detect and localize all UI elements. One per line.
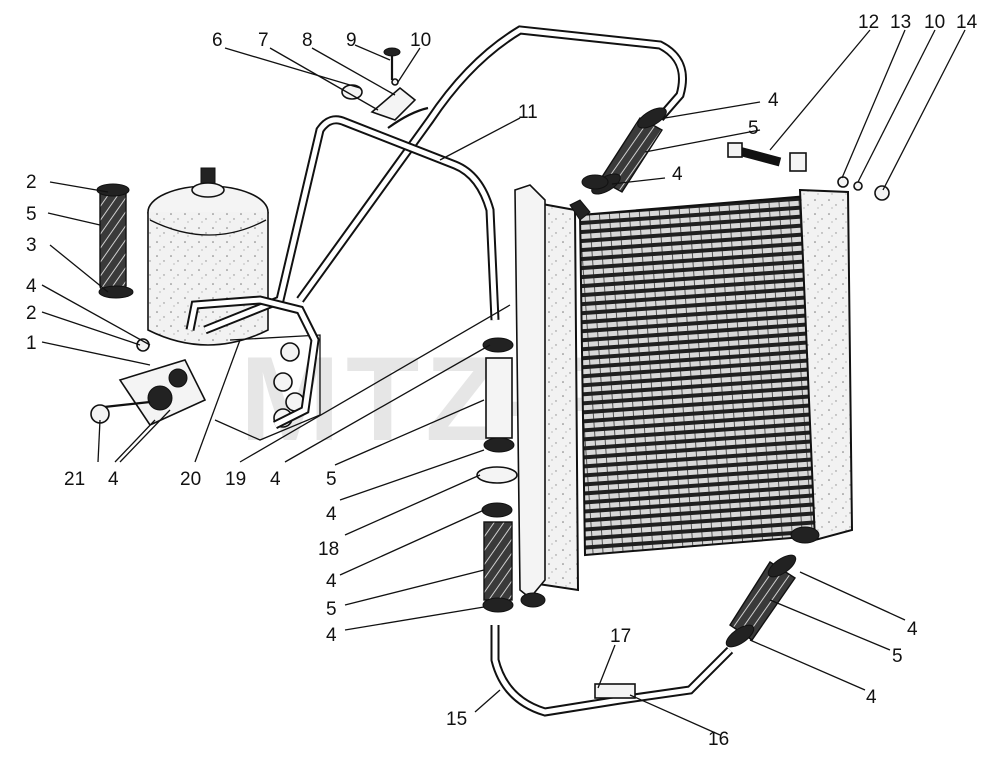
callout-4-left-top: 2 [26, 172, 37, 193]
callout-11: 11 [518, 102, 538, 123]
callout-9: 9 [346, 30, 357, 51]
left-vertical-hoses [476, 337, 518, 613]
callout-4-mid-d: 4 [326, 625, 337, 646]
callout-1: 1 [26, 333, 37, 354]
fitting-block [90, 338, 207, 427]
callout-4-top-right: 4 [768, 90, 779, 111]
callout-15: 15 [446, 709, 467, 730]
callout-2-bottom: 4 [108, 469, 119, 490]
callout-18: 18 [318, 539, 339, 560]
callout-4-mid-c: 4 [326, 571, 337, 592]
callout-4-top-mid: 4 [672, 164, 683, 185]
callout-12: 12 [858, 12, 879, 33]
oil-cooler-radiator [514, 174, 854, 608]
callout-19: 19 [225, 469, 246, 490]
callout-20: 20 [180, 469, 201, 490]
bottom-right-hose [725, 554, 797, 648]
callout-2-left: 2 [26, 303, 37, 324]
callout-labels: 2 5 3 4 2 1 21 4 20 19 4 5 4 18 4 5 4 6 … [26, 12, 978, 750]
small-parts [341, 47, 429, 129]
callout-10-right: 10 [924, 12, 945, 33]
callout-4-right-a: 4 [907, 619, 918, 640]
leader-lines [41, 29, 966, 736]
callout-14: 14 [956, 12, 978, 33]
callout-21: 21 [64, 469, 85, 490]
callout-4-left-bottom: 3 [26, 235, 37, 256]
callout-3: 4 [26, 276, 37, 297]
callout-5-mid-a: 5 [326, 469, 337, 490]
callout-4-right-b: 4 [866, 687, 877, 708]
callout-8: 8 [302, 30, 313, 51]
callout-6: 6 [212, 30, 223, 51]
callout-5-right: 5 [892, 646, 903, 667]
callout-13: 13 [890, 12, 911, 33]
mounting-hardware [727, 142, 890, 201]
callout-10-top: 10 [410, 30, 431, 51]
callout-17: 17 [610, 626, 631, 647]
callout-7: 7 [258, 30, 269, 51]
oil-pipes [185, 25, 734, 717]
callout-4-mid-a: 4 [270, 469, 281, 490]
callout-5-mid-b: 5 [326, 599, 337, 620]
callout-4-mid-b: 4 [326, 504, 337, 525]
left-hose [96, 183, 134, 299]
callout-5-left: 5 [26, 204, 37, 225]
callout-16: 16 [708, 729, 729, 750]
callout-5-top-right: 5 [748, 118, 759, 139]
oil-filter [147, 167, 321, 441]
